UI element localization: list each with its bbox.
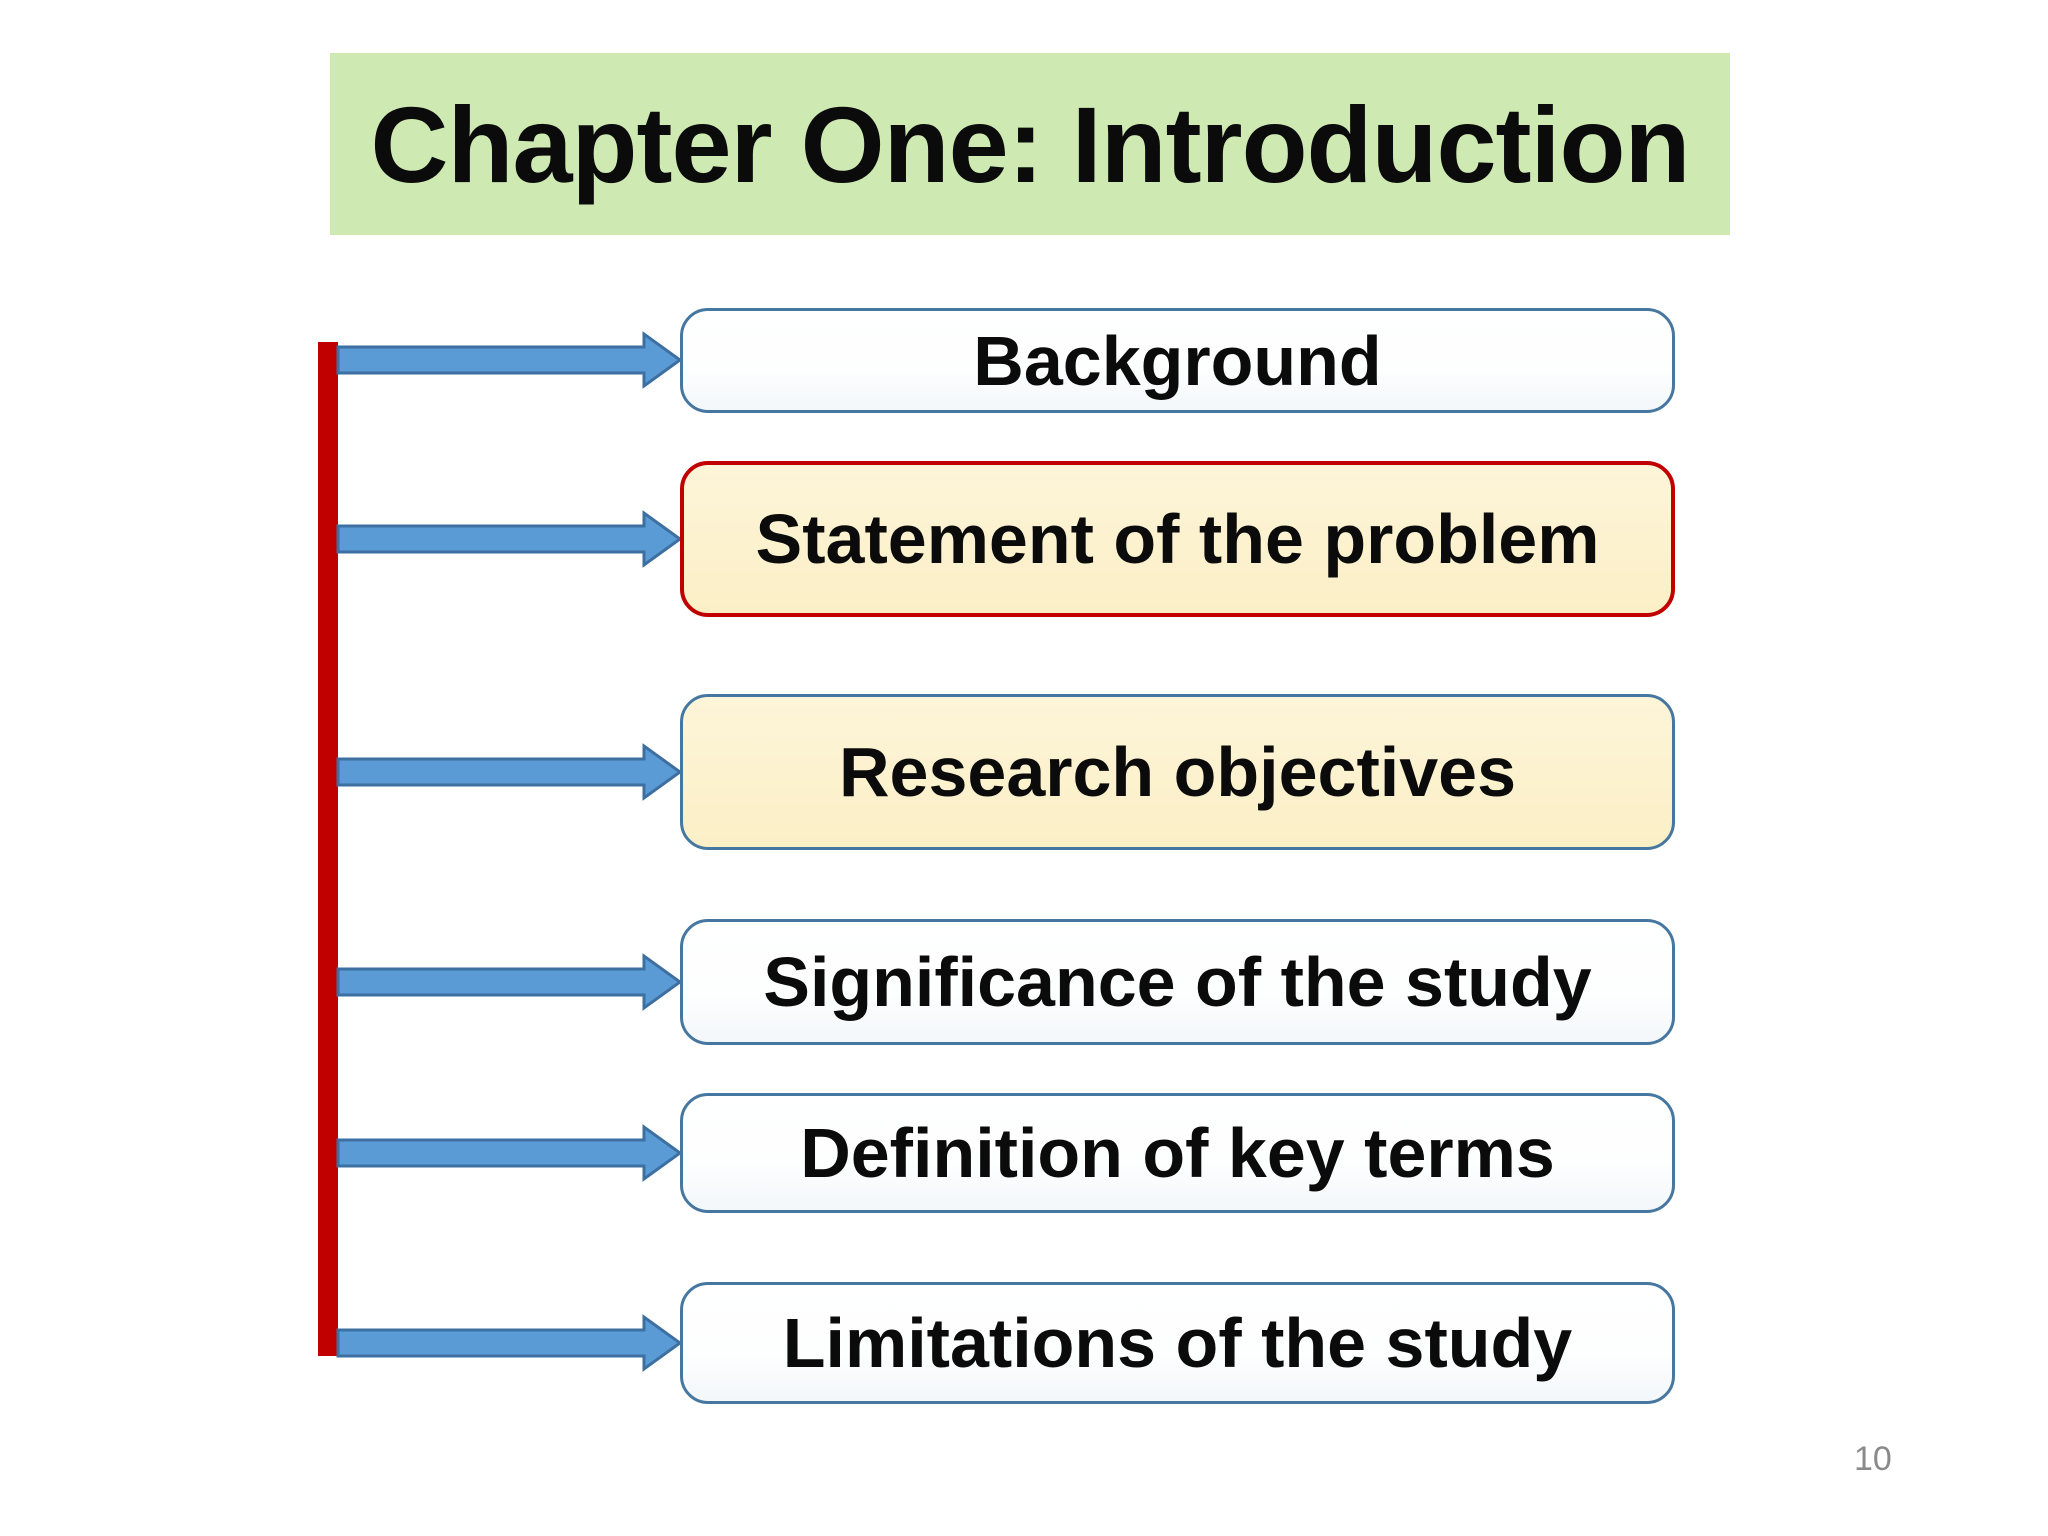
section-box-research-objectives: Research objectives bbox=[680, 694, 1675, 850]
section-label: Research objectives bbox=[838, 733, 1517, 811]
arrow-icon bbox=[336, 331, 682, 389]
section-label: Background bbox=[973, 321, 1382, 400]
arrow-icon bbox=[336, 743, 682, 801]
arrow-icon bbox=[336, 1124, 682, 1182]
section-box-limitations: Limitations of the study bbox=[680, 1282, 1675, 1404]
section-box-significance: Significance of the study bbox=[680, 919, 1675, 1045]
arrow-icon bbox=[336, 1314, 682, 1372]
section-label: Significance of the study bbox=[763, 943, 1592, 1021]
section-label: Statement of the problem bbox=[755, 500, 1600, 578]
section-box-definition: Definition of key terms bbox=[680, 1093, 1675, 1213]
title-banner: Chapter One: Introduction bbox=[330, 53, 1730, 235]
section-label: Definition of key terms bbox=[800, 1114, 1555, 1192]
timeline-bar bbox=[318, 342, 338, 1356]
section-box-statement-of-problem: Statement of the problem bbox=[680, 461, 1675, 617]
section-box-background: Background bbox=[680, 308, 1675, 413]
section-label: Limitations of the study bbox=[782, 1304, 1573, 1382]
page-number: 10 bbox=[1854, 1440, 1892, 1478]
page-title: Chapter One: Introduction bbox=[370, 83, 1691, 205]
arrow-icon bbox=[336, 510, 682, 568]
arrow-icon bbox=[336, 953, 682, 1011]
